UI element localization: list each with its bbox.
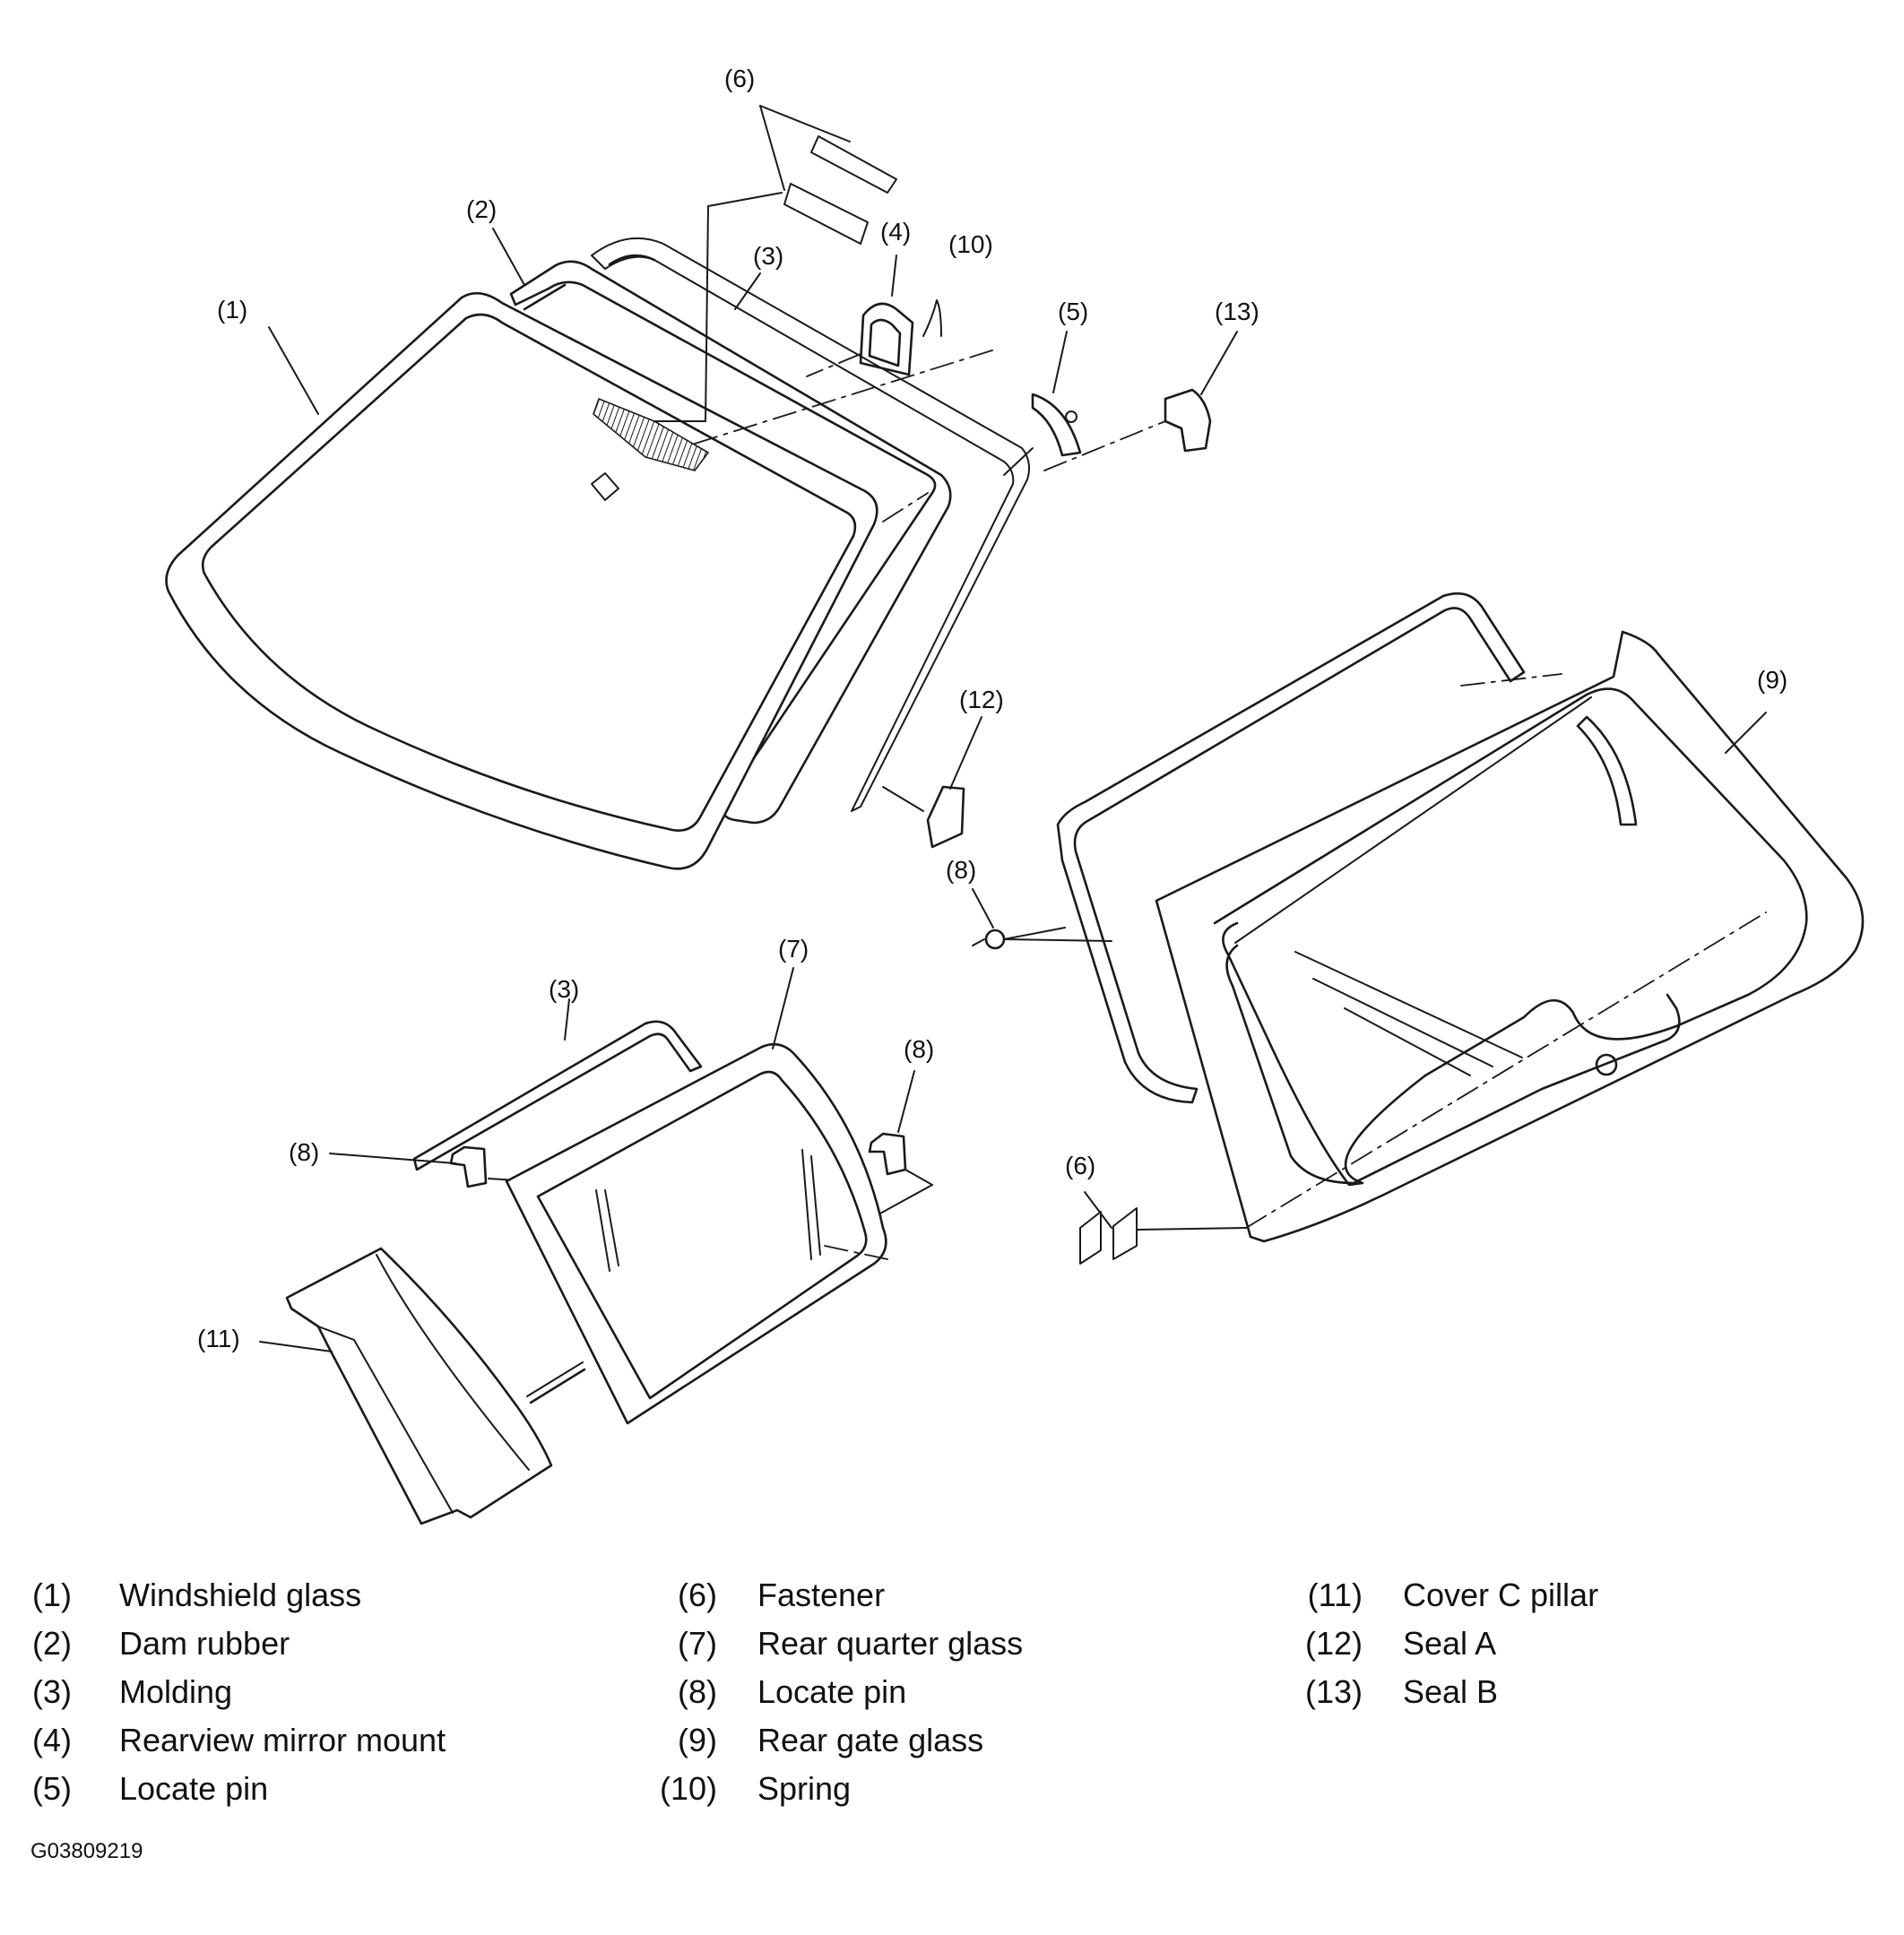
legend-number: (13): [1304, 1673, 1363, 1710]
legend-label: Seal A: [1403, 1625, 1497, 1662]
rear-quarter-glass: [505, 1042, 888, 1425]
legend-number: (4): [32, 1722, 72, 1758]
legend-number: (7): [678, 1625, 717, 1662]
locate-pin-5: [1003, 393, 1082, 476]
callout-5: (5): [1058, 298, 1088, 325]
callout-1: (1): [217, 296, 247, 324]
legend-number: (9): [678, 1722, 717, 1758]
callout-11: (11): [197, 1325, 240, 1352]
callout-3-lower: (3): [549, 975, 579, 1003]
legend-label: Dam rubber: [119, 1625, 290, 1662]
legend-number: (10): [659, 1770, 717, 1807]
callout-8-left: (8): [289, 1138, 319, 1166]
legend-number: (3): [32, 1673, 72, 1710]
legend-label: Molding: [119, 1673, 233, 1710]
legend-label: Rear quarter glass: [757, 1625, 1024, 1662]
callout-13: (13): [1215, 298, 1259, 325]
legend-label: Rear gate glass: [757, 1722, 984, 1758]
legend-label: Rearview mirror mount: [119, 1722, 446, 1758]
spring: [922, 299, 942, 337]
exploded-glass-diagram: (1) (2) (3) (4) (5) (6) (10) (13) (12) (…: [165, 65, 1865, 1525]
legend-label: Cover C pillar: [1403, 1577, 1599, 1613]
callout-4: (4): [880, 218, 911, 246]
callout-8-mid: (8): [946, 856, 976, 884]
rear-gate-glass: [1155, 630, 1865, 1243]
dam-rubber: [509, 260, 952, 825]
molding-top: [591, 237, 1030, 812]
locate-pin-8-mid: [972, 927, 1112, 950]
legend-label: Seal B: [1403, 1673, 1499, 1710]
fastener-bottom: [1079, 1207, 1247, 1265]
seal-b: [1043, 388, 1212, 471]
legend-label: Locate pin: [119, 1770, 269, 1807]
callout-12: (12): [959, 686, 1004, 713]
molding-lower: [412, 1020, 703, 1171]
legend-label: Locate pin: [757, 1673, 907, 1710]
rearview-mirror-mount: [806, 302, 914, 377]
callout-2: (2): [466, 195, 497, 223]
legend-number: (5): [32, 1770, 72, 1807]
legend-label: Windshield glass: [119, 1577, 362, 1613]
figure-code: G03809219: [30, 1839, 143, 1863]
legend-number: (8): [678, 1673, 717, 1710]
windshield-glass: [165, 291, 878, 870]
leader-lines: [259, 105, 1767, 1352]
callout-8-right: (8): [904, 1035, 934, 1063]
rear-gate-seal: [1056, 592, 1562, 1104]
legend-number: (6): [678, 1577, 717, 1613]
callout-10: (10): [948, 230, 993, 258]
cover-c-pillar: [285, 1247, 553, 1525]
callout-3-top: (3): [753, 242, 783, 270]
legend-label: Fastener: [757, 1577, 886, 1613]
legend-number: (1): [32, 1577, 72, 1613]
parts-legend: (1) Windshield glass (2) Dam rubber (3) …: [0, 1577, 1904, 1807]
legend-label: Spring: [757, 1770, 852, 1807]
callout-7: (7): [778, 935, 809, 963]
callout-9: (9): [1757, 666, 1787, 694]
legend-number: (2): [32, 1625, 72, 1662]
legend-number: (11): [1307, 1577, 1363, 1613]
legend-number: (12): [1304, 1625, 1363, 1662]
callout-6-lower: (6): [1065, 1152, 1095, 1179]
seal-a: [882, 785, 965, 849]
fastener-top: [653, 135, 897, 422]
callout-6-top: (6): [724, 65, 755, 92]
